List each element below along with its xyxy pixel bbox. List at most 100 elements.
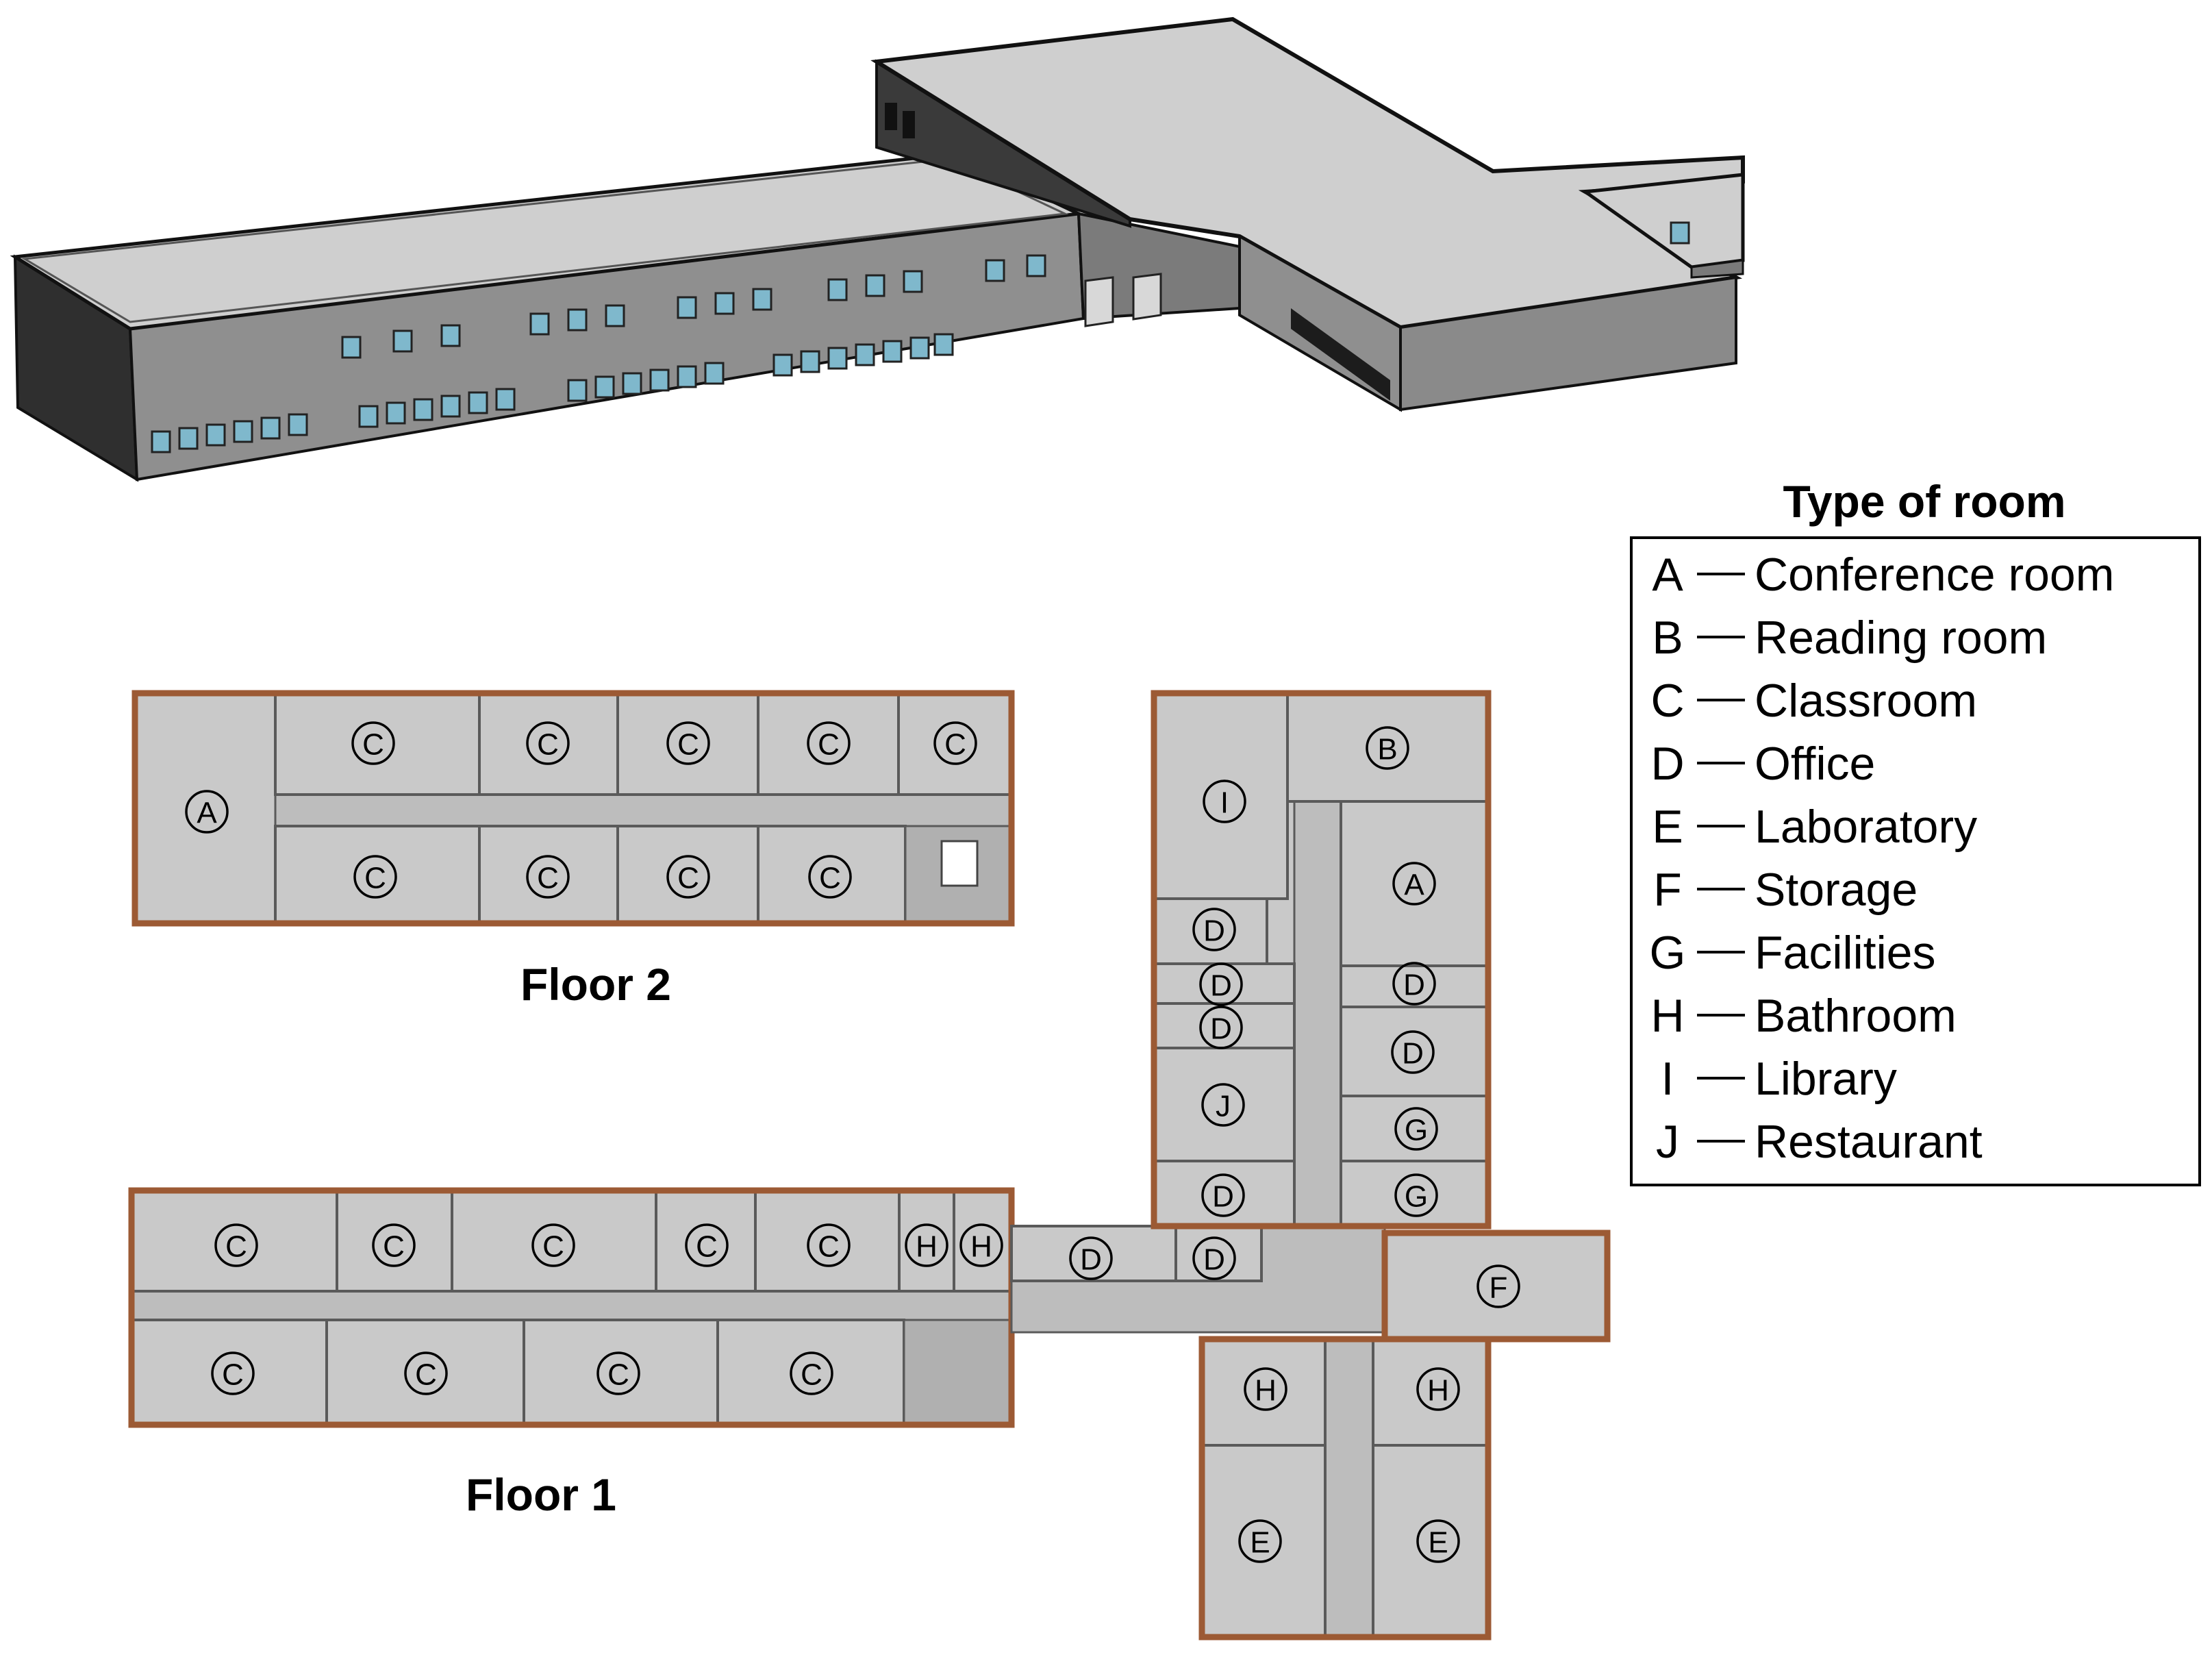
room-badge-circle [1391,1030,1435,1074]
room-badge-code: H [1255,1374,1277,1408]
room-badge-circle [807,721,851,765]
legend-code: J [1656,1116,1679,1168]
room-badge-circle [959,1223,1003,1267]
legend-code: B [1652,612,1683,664]
room-badge-floor2-2: C [526,721,570,765]
room-badge-circle [1416,1367,1460,1411]
room-badge-circle [1199,1006,1243,1049]
legend-item-g: G Facilities [1650,927,1936,979]
room-badge-code: D [1203,914,1225,948]
legend-title: Type of room [1783,476,2065,527]
room-badge-circle [211,1351,255,1395]
room-badge-floor2-3: C [666,721,710,765]
room-badge-code: C [225,1230,247,1264]
legend-code: G [1650,927,1686,979]
room-badge-floor2-5: C [933,721,977,765]
legend-code: H [1650,990,1684,1042]
room-badge-code: C [383,1230,405,1264]
room-badge-code: C [537,728,559,762]
room-badge-circle [666,721,710,765]
room-badge-code: A [1404,869,1424,902]
room-badge-circle [807,1223,851,1267]
legend-item-j: J Restaurant [1656,1116,1983,1168]
room-badge-code: C [801,1358,822,1392]
room-badge-floor1_link-1: D [1192,1236,1236,1280]
legend-name: Storage [1755,864,1918,916]
room-badge-floor1_north-8: J [1201,1083,1245,1127]
legend-code: D [1650,738,1684,790]
room-badge-circle [214,1223,258,1267]
room-badge-floor1_north-4: D [1199,962,1243,1006]
legend-code: I [1661,1053,1674,1105]
room-badge-code: D [1403,969,1425,1002]
building-3d-model [10,16,1745,482]
room-badge-floor1_north-3: D [1192,908,1236,951]
legend-item-b: B Reading room [1652,612,2047,664]
room-badge-circle [905,1223,948,1267]
room-badge-floor1_west-5: H [905,1223,948,1267]
room-badge-floor1_west-8: C [404,1351,448,1395]
room-badge-code: D [1080,1243,1102,1277]
windows-lower-row [151,333,954,453]
room-badge-circle [1416,1519,1460,1563]
room-badge-floor1_west-4: C [807,1223,851,1267]
room-badge-code: G [1405,1114,1428,1147]
room-badge-circle [1069,1236,1113,1280]
floor2-plan [131,690,1015,927]
room-badge-circle [1394,1107,1438,1151]
room-badge-circle [1392,862,1436,906]
room-badge-code: A [197,797,217,830]
room-badge-code: C [677,728,699,762]
room-badge-code: C [542,1230,564,1264]
room-badge-floor1_west-3: C [685,1223,729,1267]
room-badge-floor1_west-10: C [790,1351,833,1395]
room-badge-code: H [916,1230,938,1264]
legend-code: A [1652,549,1683,601]
legend-name: Laboratory [1755,801,1977,853]
room-badge-code: I [1220,786,1229,820]
room-badge-circle [1192,908,1236,951]
room-badge-code: D [1212,1180,1234,1214]
room-badge-circle [526,855,570,899]
room-badge-circle [933,721,977,765]
room-badge-circle [1203,779,1246,823]
room-badge-circle [1476,1264,1520,1308]
room-badge-floor2-6: C [353,855,397,899]
room-badge-circle [526,721,570,765]
room-badge-floor2-8: C [666,855,710,899]
legend-item-f: F Storage [1653,864,1918,916]
room-badge-circle [1366,726,1409,770]
room-badge-floor1_north-6: D [1392,962,1436,1006]
legend-name: Bathroom [1755,990,1957,1042]
room-badge-floor1_north-2: A [1392,862,1436,906]
room-badge-circle [1192,1236,1236,1280]
room-badge-code: D [1203,1243,1225,1277]
legend-name: Reading room [1755,612,2047,664]
room-badge-floor1_south-1: H [1416,1367,1460,1411]
room-badge-circle [353,855,397,899]
room-badge-floor2-1: C [351,721,395,765]
room-badge-code: C [607,1358,629,1392]
legend-name: Restaurant [1755,1116,1983,1168]
room-badge-floor1_west-2: C [531,1223,575,1267]
room-badge-floor1_north-1: B [1366,726,1409,770]
room-badge-floor1_west-9: C [596,1351,640,1395]
room-badge-code: G [1405,1180,1428,1214]
room-badge-floor1_north-9: G [1394,1107,1438,1151]
room-badge-code: C [364,862,386,895]
room-badge-circle [351,721,395,765]
room-badge-floor2-0: A [185,790,229,834]
room-badge-circle [1238,1519,1282,1563]
room-badge-floor1_north-0: I [1203,779,1246,823]
legend-code: F [1653,864,1682,916]
room-badge-code: C [818,728,840,762]
legend-name: Facilities [1755,927,1936,979]
room-badge-circle [404,1351,448,1395]
